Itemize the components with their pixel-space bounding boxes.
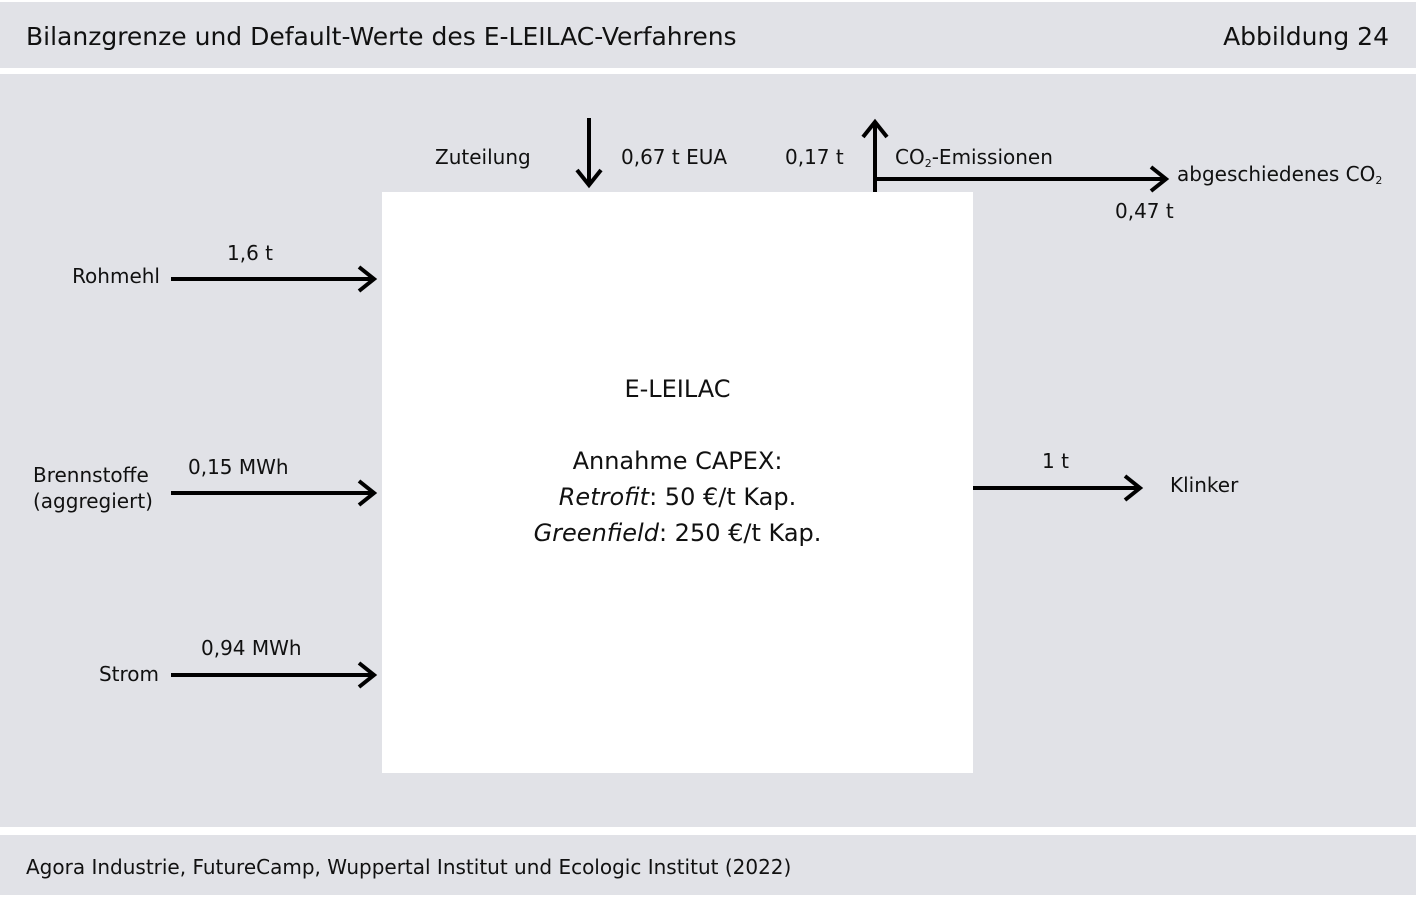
header-bar: Bilanzgrenze und Default-Werte des E-LEI…: [0, 2, 1416, 68]
arrowhead-strom: [357, 661, 378, 689]
klinker-value: 1 t: [1042, 449, 1069, 473]
klinker-label: Klinker: [1170, 473, 1239, 497]
rohmehl-value: 1,6 t: [227, 241, 274, 265]
greenfield-value: : 250 €/t Kap.: [658, 519, 822, 547]
footer-bar: Agora Industrie, FutureCamp, Wuppertal I…: [0, 835, 1416, 895]
allocation-value: 0,67 t EUA: [621, 145, 728, 169]
retrofit-value: : 50 €/t Kap.: [649, 483, 797, 511]
emission-label: CO2-Emissionen: [895, 145, 1053, 170]
brennstoffe-label-line2: (aggregiert): [33, 489, 153, 513]
process-box: [382, 192, 973, 773]
arrowhead-emissionen: [861, 118, 889, 139]
arrowhead-rohmehl: [357, 265, 378, 293]
strom-label: Strom: [98, 662, 159, 686]
capex-retrofit: Retrofit: 50 €/t Kap.: [382, 483, 973, 511]
figure-title: Bilanzgrenze und Default-Werte des E-LEI…: [26, 22, 737, 51]
process-name: E-LEILAC: [624, 375, 731, 403]
allocation-label: Zuteilung: [435, 145, 531, 169]
emission-value: 0,17 t: [785, 145, 844, 169]
captured-co2-label: abgeschiedenes CO2: [1177, 162, 1383, 187]
arrowhead-klinker: [1123, 474, 1144, 502]
brennstoffe-label: Brennstoffe (aggregiert): [33, 462, 153, 514]
arrowhead-brennstoffe: [357, 479, 378, 507]
figure-number: Abbildung 24: [1223, 22, 1389, 51]
capex-title: Annahme CAPEX:: [572, 447, 783, 475]
brennstoffe-value: 0,15 MWh: [188, 455, 289, 479]
source-citation: Agora Industrie, FutureCamp, Wuppertal I…: [26, 855, 792, 879]
arrowhead-zuteilung: [575, 168, 603, 189]
brennstoffe-label-line1: Brennstoffe: [33, 463, 149, 487]
greenfield-label: Greenfield: [533, 519, 659, 547]
captured-co2-value: 0,47 t: [1115, 199, 1174, 223]
rohmehl-label: Rohmehl: [72, 264, 160, 288]
arrowhead-captured-co2: [1149, 165, 1170, 193]
retrofit-label: Retrofit: [558, 483, 650, 511]
capex-greenfield: Greenfield: 250 €/t Kap.: [382, 519, 973, 547]
strom-value: 0,94 MWh: [201, 636, 302, 660]
